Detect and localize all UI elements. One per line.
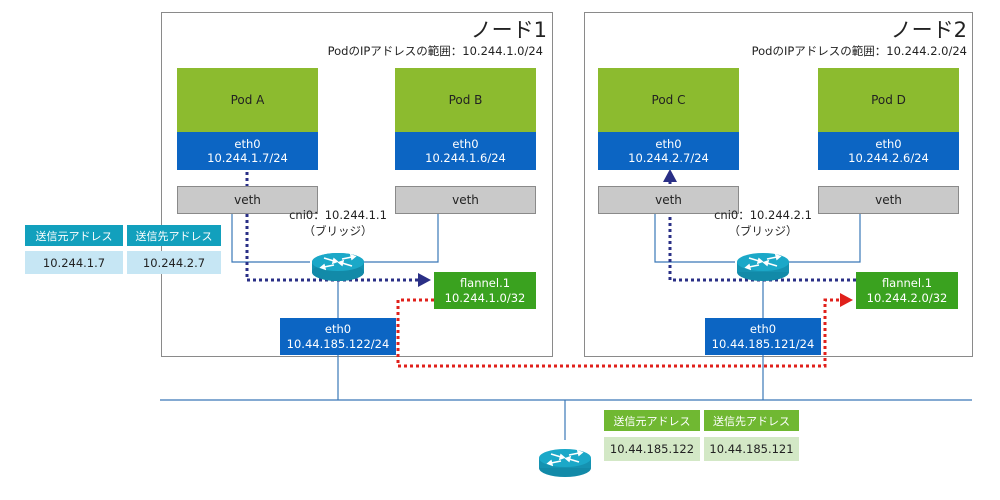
eth-ip: 10.44.185.122/24 <box>286 336 390 351</box>
packet-src-value: 10.244.1.7 <box>25 251 123 274</box>
eth-ip: 10.244.1.6/24 <box>425 151 506 165</box>
host-eth: eth0 10.44.185.122/24 <box>280 318 396 355</box>
eth-ip: 10.44.185.121/24 <box>711 336 815 351</box>
link-veth-b <box>360 214 439 263</box>
router-icon <box>737 253 789 281</box>
outer-path <box>396 298 840 368</box>
veth-box: veth <box>818 186 959 214</box>
eth-label: eth0 <box>875 136 902 151</box>
eth-label: eth0 <box>655 136 682 151</box>
flannel-interface: flannel.1 10.244.1.0/32 <box>434 272 536 309</box>
eth-label: eth0 <box>324 322 352 337</box>
eth-ip: 10.244.2.6/24 <box>848 151 929 165</box>
flannel-interface: flannel.1 10.244.2.0/32 <box>856 272 958 309</box>
pod-box: Pod A <box>177 68 318 132</box>
link-veth-c <box>654 214 735 263</box>
cni-bridge-label: cni0：10.244.1.1 （ブリッジ） <box>278 208 398 239</box>
veth-box: veth <box>177 186 318 214</box>
cni-type: （ブリッジ） <box>728 223 798 238</box>
pod-ip-range: PodのIPアドレスの範囲：10.244.2.0/24 <box>751 44 967 58</box>
pod-box: Pod B <box>395 68 536 132</box>
node-title: ノード1 <box>470 18 547 42</box>
eth-label: eth0 <box>749 322 777 337</box>
arrowhead-icon <box>840 293 853 307</box>
link-veth-d <box>785 214 861 263</box>
cni-address: cni0：10.244.2.1 <box>714 208 812 222</box>
pod-eth: eth0 10.244.1.7/24 <box>177 132 318 170</box>
router-icon <box>539 449 591 477</box>
link-veth-a <box>231 214 310 263</box>
flannel-label: flannel.1 <box>459 276 511 291</box>
eth-label: eth0 <box>234 136 261 151</box>
cni-type: （ブリッジ） <box>303 223 373 238</box>
cni-address: cni0：10.244.1.1 <box>289 208 387 222</box>
pod-box: Pod D <box>818 68 959 132</box>
eth-ip: 10.244.1.7/24 <box>207 151 288 165</box>
veth-box: veth <box>395 186 536 214</box>
flannel-ip: 10.244.2.0/32 <box>866 290 948 305</box>
packet-src-header: 送信元アドレス <box>25 225 123 246</box>
eth-label: eth0 <box>452 136 479 151</box>
pod-eth: eth0 10.244.1.6/24 <box>395 132 536 170</box>
flannel-label: flannel.1 <box>881 276 933 291</box>
packet-dst-header: 送信先アドレス <box>127 225 221 246</box>
eth-ip: 10.244.2.7/24 <box>628 151 709 165</box>
packet-dst-value: 10.44.185.121 <box>704 437 799 461</box>
node-title: ノード2 <box>890 18 967 42</box>
cni-bridge-label: cni0：10.244.2.1 （ブリッジ） <box>703 208 823 239</box>
arrowhead-icon <box>663 169 677 182</box>
flannel-ip: 10.244.1.0/32 <box>444 290 526 305</box>
pod-eth: eth0 10.244.2.6/24 <box>818 132 959 170</box>
packet-src-header: 送信元アドレス <box>604 410 700 431</box>
packet-dst-value: 10.244.2.7 <box>127 251 221 274</box>
pod-eth: eth0 10.244.2.7/24 <box>598 132 739 170</box>
host-eth: eth0 10.44.185.121/24 <box>705 318 821 355</box>
packet-dst-header: 送信先アドレス <box>704 410 799 431</box>
router-icon <box>312 253 364 281</box>
pod-box: Pod C <box>598 68 739 132</box>
arrowhead-icon <box>418 273 431 287</box>
veth-box: veth <box>598 186 739 214</box>
link-lines <box>160 214 972 440</box>
packet-src-value: 10.44.185.122 <box>604 437 700 461</box>
pod-ip-range: PodのIPアドレスの範囲：10.244.1.0/24 <box>327 44 543 58</box>
